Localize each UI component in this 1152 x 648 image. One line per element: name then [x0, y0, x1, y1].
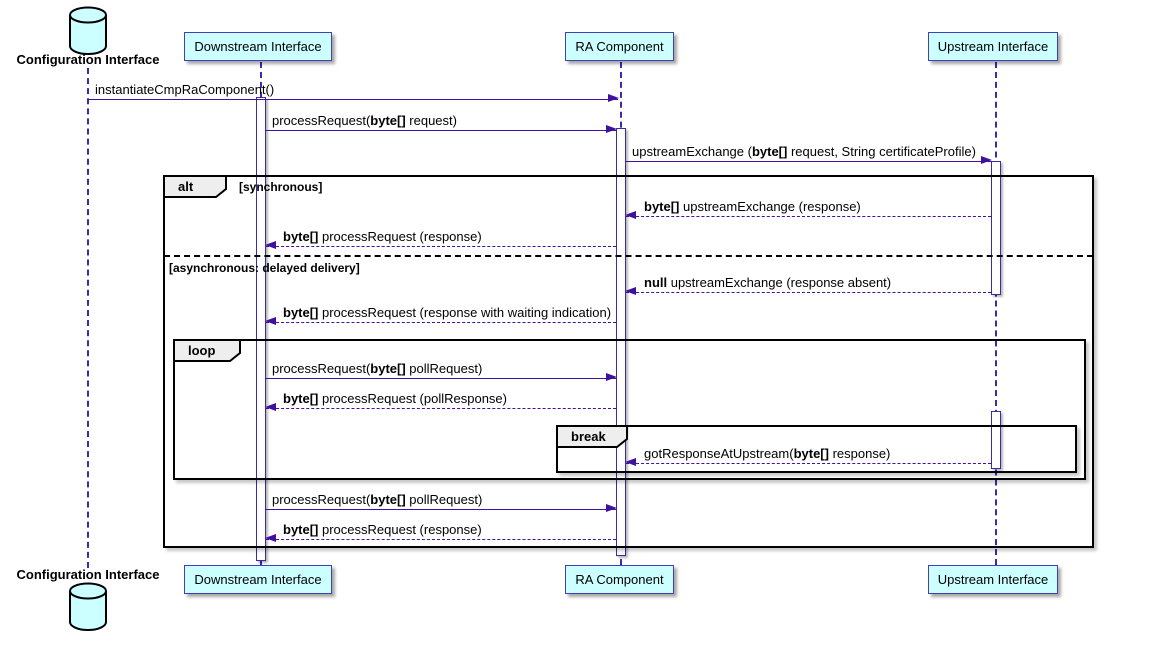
- database-icon: [69, 6, 107, 55]
- participant-label: Downstream Interface: [194, 572, 322, 587]
- break-tab-shape: [556, 425, 628, 448]
- message-process-request: processRequest(byte[] request): [266, 113, 617, 133]
- participant-upstream-top: Upstream Interface: [928, 32, 1058, 61]
- arrowhead-right-icon: [981, 156, 992, 164]
- loop-operator-label: loop: [188, 343, 216, 358]
- message-upstream-exchange-response: byte[] upstreamExchange (response): [625, 199, 991, 219]
- arrowhead-left-icon: [625, 211, 636, 219]
- activation-upstream-2: [991, 411, 1001, 469]
- break-fragment: break: [556, 425, 1077, 473]
- alt-fragment: alt [synchronous] [asynchronous: delayed…: [163, 175, 1094, 548]
- message-instantiate-cmp-ra-component: instantiateCmpRaComponent(): [88, 82, 619, 102]
- loop-tab-shape: [173, 339, 241, 362]
- participant-label: RA Component: [575, 39, 664, 54]
- participant-downstream-bottom: Downstream Interface: [184, 565, 332, 594]
- arrowhead-left-icon: [625, 287, 636, 295]
- activation-downstream: [256, 97, 266, 561]
- participant-label: Upstream Interface: [937, 39, 1049, 54]
- message-process-poll-response: byte[] processRequest (pollResponse): [265, 391, 616, 411]
- alt-else-guard-label: [asynchronous: delayed delivery]: [169, 261, 360, 275]
- participant-upstream-bottom: Upstream Interface: [928, 565, 1058, 594]
- message-process-request-waiting-indication: byte[] processRequest (response with wai…: [265, 305, 616, 325]
- message-upstream-exchange: upstreamExchange (byte[] request, String…: [626, 144, 992, 164]
- arrowhead-right-icon: [606, 125, 617, 133]
- participant-label: RA Component: [575, 572, 664, 587]
- alt-operator-label: alt: [178, 179, 194, 194]
- break-operator-label: break: [571, 429, 606, 444]
- arrowhead-left-icon: [265, 317, 276, 325]
- alt-divider-line: [164, 255, 1093, 257]
- message-upstream-exchange-response-absent: null upstreamExchange (response absent): [625, 275, 991, 295]
- alt-guard-label: [synchronous]: [239, 180, 323, 194]
- alt-tab-shape: [163, 175, 227, 198]
- participant-label: Upstream Interface: [937, 572, 1049, 587]
- arrowhead-right-icon: [606, 504, 617, 512]
- arrowhead-left-icon: [625, 458, 636, 466]
- lifeline-upstream: [995, 62, 997, 565]
- message-process-poll-request: processRequest(byte[] pollRequest): [266, 361, 617, 381]
- participant-ra-top: RA Component: [565, 32, 674, 61]
- activation-upstream-1: [991, 161, 1001, 295]
- activation-ra: [616, 128, 626, 556]
- message-process-poll-request-2: processRequest(byte[] pollRequest): [266, 492, 617, 512]
- arrowhead-left-icon: [265, 403, 276, 411]
- participant-config-top-label: Configuration Interface: [16, 52, 160, 67]
- arrowhead-right-icon: [608, 94, 619, 102]
- participant-ra-bottom: RA Component: [565, 565, 674, 594]
- participant-config-bottom-label: Configuration Interface: [16, 567, 160, 582]
- database-icon: [69, 582, 107, 631]
- participant-downstream-top: Downstream Interface: [184, 32, 332, 61]
- arrowhead-left-icon: [265, 241, 276, 249]
- message-process-request-response: byte[] processRequest (response): [265, 229, 616, 249]
- arrowhead-right-icon: [606, 373, 617, 381]
- lifeline-config: [87, 68, 89, 568]
- participant-label: Downstream Interface: [194, 39, 322, 54]
- message-process-request-final-response: byte[] processRequest (response): [265, 522, 616, 542]
- loop-fragment: loop: [173, 339, 1086, 480]
- arrowhead-left-icon: [265, 534, 276, 542]
- message-got-response-at-upstream: gotResponseAtUpstream(byte[] response): [625, 446, 991, 466]
